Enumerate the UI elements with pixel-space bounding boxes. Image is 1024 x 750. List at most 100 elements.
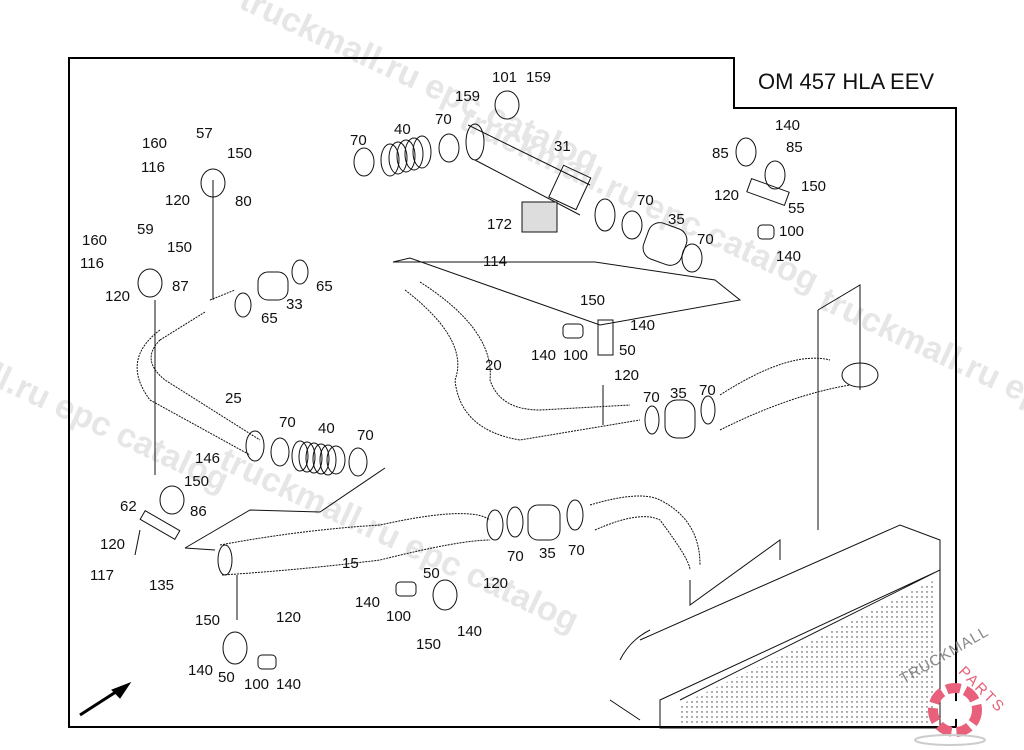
mount-100b [562,323,584,339]
callout-label[interactable]: 114 [483,253,507,270]
callout-label[interactable]: 135 [149,577,175,594]
callout-label[interactable]: 70 [643,389,660,406]
callout-label[interactable]: 150 [184,473,210,490]
callout-label[interactable]: 116 [141,159,165,176]
callout-label[interactable]: 70 [697,231,714,248]
bellows-40a [380,135,432,177]
callout-label[interactable]: 85 [786,139,803,156]
mount-100c [395,581,417,597]
callout-label[interactable]: 70 [435,111,452,128]
leader-line [817,284,861,530]
callout-label[interactable]: 15 [342,555,359,572]
truckmallparts-logo: TRUCKMALL PARTS [895,623,1020,750]
bracket-62 [139,509,181,541]
mount-100a [757,224,775,240]
callout-label[interactable]: 159 [455,88,481,105]
callout-label[interactable]: 62 [120,498,137,515]
callout-label[interactable]: 120 [276,609,302,626]
callout-label[interactable]: 116 [80,255,104,272]
clamp-85a [735,137,757,167]
callout-label[interactable]: 120 [714,187,740,204]
callout-label[interactable]: 150 [416,636,442,653]
callout-label[interactable]: 100 [779,223,805,240]
callout-label[interactable]: 117 [90,567,114,584]
callout-label[interactable]: 31 [554,138,571,155]
callout-label[interactable]: 35 [668,211,685,228]
callout-label[interactable]: 100 [563,347,589,364]
callout-label[interactable]: 159 [526,69,552,86]
callout-label[interactable]: 50 [423,565,440,582]
hose-35c [527,504,561,541]
leader-line [184,467,386,620]
callout-label[interactable]: 33 [286,296,303,313]
callout-label[interactable]: 100 [386,608,412,625]
clamp-85b [764,160,786,190]
hose-15 [219,513,491,576]
clamp-70j [566,499,584,531]
callout-label[interactable]: 140 [188,662,214,679]
callout-label[interactable]: 120 [105,288,131,305]
callout-label[interactable]: 57 [196,125,213,142]
callout-label[interactable]: 70 [637,192,654,209]
callout-label[interactable]: 150 [580,292,606,309]
callout-label[interactable]: 100 [244,676,270,693]
callout-label[interactable]: 65 [261,310,278,327]
diagram-frame [68,57,957,728]
callout-label[interactable]: 55 [788,200,805,217]
callout-label[interactable]: 70 [699,382,716,399]
cap-101 [494,90,520,120]
callout-label[interactable]: 65 [316,278,333,295]
bellows-40b [291,440,337,476]
callout-label[interactable]: 40 [394,121,411,138]
callout-label[interactable]: 172 [487,216,513,233]
callout-label[interactable]: 120 [100,536,126,553]
callout-label[interactable]: 35 [539,545,556,562]
callout-label[interactable]: 70 [279,414,296,431]
callout-label[interactable]: 140 [457,623,483,640]
callout-label[interactable]: 85 [712,145,729,162]
callout-label[interactable]: 120 [614,367,640,384]
callout-label[interactable]: 70 [357,427,374,444]
callout-label[interactable]: 160 [82,232,108,249]
callout-label[interactable]: 50 [218,669,235,686]
clamp-70a [353,147,375,177]
callout-label[interactable]: 59 [137,221,154,238]
clamp-65b [291,259,309,285]
callout-label[interactable]: 70 [507,548,524,565]
clamp-86 [159,485,185,515]
callout-label[interactable]: 120 [165,192,191,209]
callout-label[interactable]: 140 [355,594,381,611]
hose-33 [257,271,289,301]
callout-label[interactable]: 150 [801,178,827,195]
callout-label[interactable]: 120 [483,575,509,592]
callout-label[interactable]: 101 [492,69,518,86]
callout-label[interactable]: 25 [225,390,242,407]
callout-label[interactable]: 140 [776,248,802,265]
callout-label[interactable]: 35 [670,385,687,402]
callout-label[interactable]: 86 [190,503,207,520]
callout-label[interactable]: 146 [195,450,221,467]
callout-label[interactable]: 40 [318,420,335,437]
callout-label[interactable]: 150 [195,612,221,629]
bracket-55 [746,177,790,207]
callout-label[interactable]: 80 [235,193,252,210]
callout-label[interactable]: 50 [619,342,636,359]
sensor-172 [521,201,558,233]
callout-label[interactable]: 150 [227,145,253,162]
callout-label[interactable]: 70 [568,542,585,559]
clamp-70h [348,447,368,477]
callout-label[interactable]: 20 [485,357,502,374]
callout-label[interactable]: 140 [775,117,801,134]
callout-label[interactable]: 150 [167,239,193,256]
callout-label[interactable]: 70 [350,132,367,149]
callout-label[interactable]: 140 [531,347,557,364]
callout-label[interactable]: 140 [276,676,302,693]
callout-label[interactable]: 160 [142,135,168,152]
clamp-80 [200,168,226,198]
callout-label[interactable]: 140 [630,317,656,334]
leader-line [392,257,742,326]
clamp-70b [438,133,460,163]
callout-label[interactable]: 87 [172,278,189,295]
